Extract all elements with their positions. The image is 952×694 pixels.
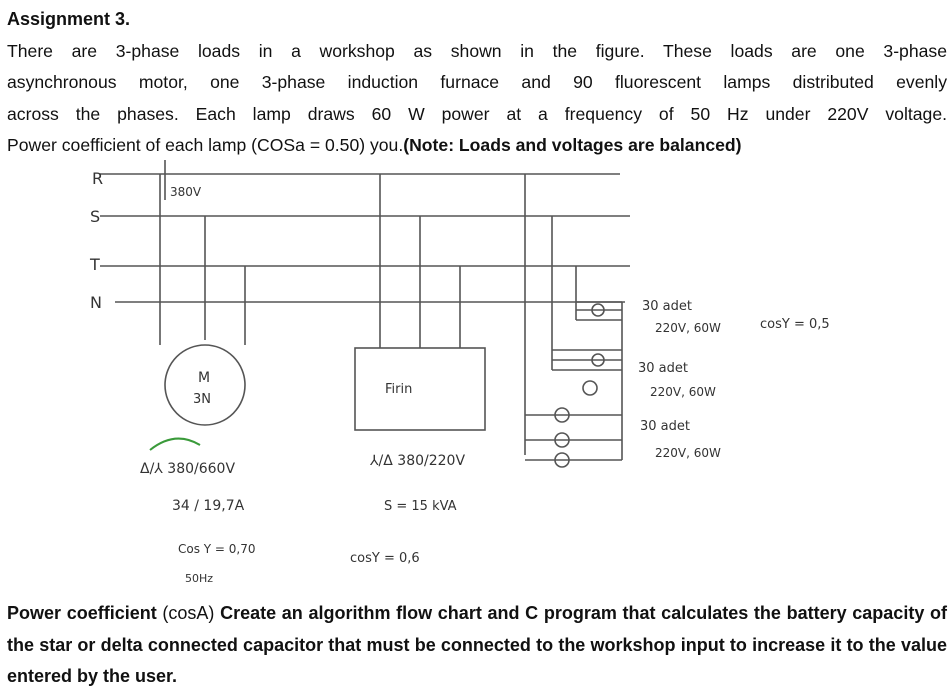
intro-line-4: Power coefficient of each lamp (COSa = 0… bbox=[7, 130, 947, 162]
task-text-cos-symbol: (cosA) bbox=[162, 603, 215, 623]
task-text-part-2: Create an algorithm flow chart and C pro… bbox=[7, 603, 947, 686]
lamp-group-1-cos: cosY = 0,5 bbox=[760, 317, 830, 332]
motor-cos-label: Cos Y = 0,70 bbox=[178, 542, 256, 556]
lamp-power-coefficient-text: Power coefficient of each lamp (COSa = 0… bbox=[7, 135, 404, 155]
motor-connection-label: Δ/⅄ 380/660V bbox=[140, 461, 235, 477]
motor-symbol bbox=[164, 344, 246, 426]
line-label-s: S bbox=[90, 207, 100, 226]
motor-current-label: 34 / 19,7A bbox=[172, 498, 245, 514]
lamp-symbol bbox=[591, 303, 605, 317]
connection-arrow bbox=[149, 437, 201, 451]
circuit-diagram: R S T N 380V M 3N Δ/⅄ 380/660V 34 / 19,7… bbox=[89, 160, 830, 585]
task-text: Power coefficient (cosA) Create an algor… bbox=[7, 598, 947, 693]
intro-line-3: across the phases. Each lamp draws 60 W … bbox=[7, 103, 947, 124]
line-label-n: N bbox=[90, 293, 102, 312]
furnace-label: Firin bbox=[385, 382, 412, 397]
line-label-r: R bbox=[92, 169, 103, 188]
intro-line-1: There are 3-phase loads in a workshop as… bbox=[7, 40, 947, 61]
lamp-group-1-rating: 220V, 60W bbox=[655, 321, 721, 335]
lamp-group-3-rating: 220V, 60W bbox=[655, 446, 721, 460]
lamp-group-3-count: 30 adet bbox=[640, 419, 690, 434]
furnace-cos-label: cosY = 0,6 bbox=[350, 551, 420, 566]
lamp-group-1-count: 30 adet bbox=[642, 299, 692, 314]
lamp-symbol bbox=[554, 452, 570, 468]
assignment-text: Assignment 3. There are 3-phase loads in… bbox=[7, 4, 947, 162]
assignment-heading: Assignment 3. bbox=[7, 9, 131, 29]
motor-frequency-label: 50Hz bbox=[185, 572, 213, 585]
balanced-note: (Note: Loads and voltages are balanced) bbox=[403, 135, 742, 155]
lamp-group-2-rating: 220V, 60W bbox=[650, 385, 716, 399]
motor-type-label: 3N bbox=[193, 392, 211, 407]
line-voltage-label: 380V bbox=[170, 185, 202, 199]
line-label-t: T bbox=[89, 255, 100, 274]
furnace-power-label: S = 15 kVA bbox=[384, 499, 457, 514]
lamp-symbol bbox=[591, 353, 605, 367]
lamp-symbol bbox=[554, 432, 570, 448]
motor-symbol-label: M bbox=[198, 370, 210, 386]
lamp-symbol bbox=[554, 407, 570, 423]
lamp-symbol bbox=[582, 380, 598, 396]
furnace-connection-label: ⅄/Δ 380/220V bbox=[369, 453, 465, 469]
intro-line-2: asynchronous motor, one 3-phase inductio… bbox=[7, 72, 947, 92]
task-text-part-1: Power coefficient bbox=[7, 603, 163, 623]
furnace-box bbox=[354, 347, 486, 431]
lamp-group-2-count: 30 adet bbox=[638, 361, 688, 376]
